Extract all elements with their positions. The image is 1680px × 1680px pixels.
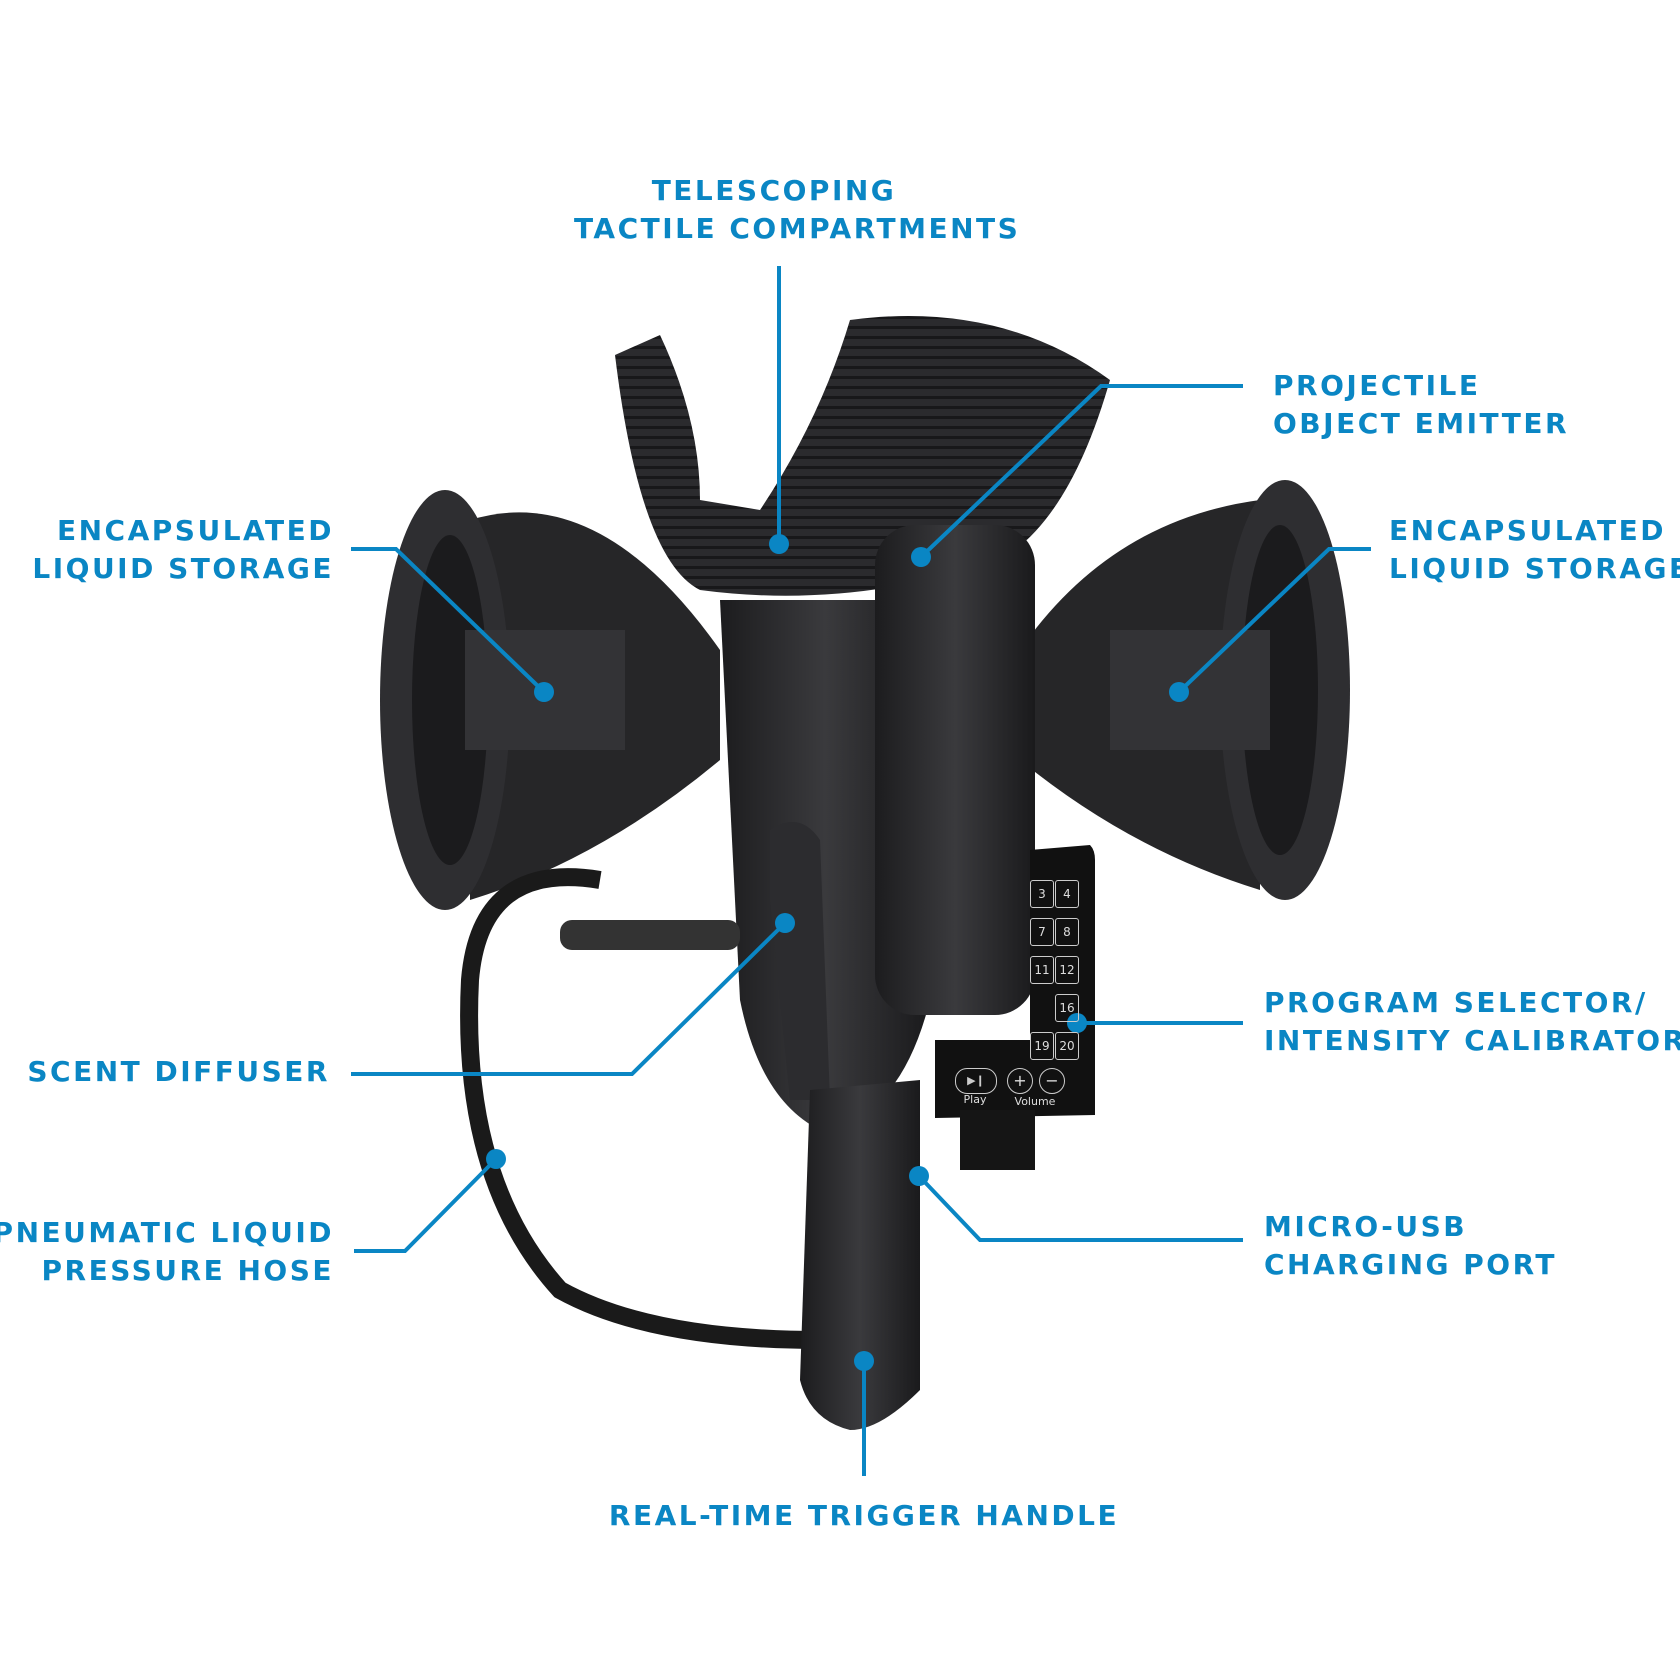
dot-usb [909,1166,929,1186]
pressure-hose [460,868,821,1349]
dot-storage-left [534,682,554,702]
leader-lines [351,266,1371,1476]
label-line: PROJECTILE [1273,369,1481,402]
volume-label[interactable]: Volume [1014,1095,1056,1108]
label-line: PROGRAM SELECTOR/ [1264,986,1648,1019]
dot-projectile [911,547,931,567]
dot-telescoping [769,534,789,554]
label-line: LIQUID STORAGE [1389,552,1680,585]
label-hose: PNEUMATIC LIQUID PRESSURE HOSE [0,1214,334,1290]
label-line: CHARGING PORT [1264,1248,1558,1281]
keypad-key[interactable]: 20 [1055,1032,1079,1060]
label-line: PNEUMATIC LIQUID [0,1216,334,1249]
keypad-key[interactable]: 11 [1030,956,1054,984]
label-line: ENCAPSULATED [1389,514,1667,547]
label-line: ENCAPSULATED [56,514,334,547]
dot-trigger [854,1351,874,1371]
emitter-tube [875,525,1035,1015]
label-line: INTENSITY CALIBRATOR [1264,1024,1680,1057]
volume-minus-button[interactable]: − [1039,1068,1065,1094]
label-program: PROGRAM SELECTOR/ INTENSITY CALIBRATOR [1264,984,1680,1060]
label-line: OBJECT EMITTER [1273,407,1570,440]
keypad-key[interactable]: 12 [1055,956,1079,984]
trigger-handle [800,1080,920,1430]
label-trigger: REAL-TIME TRIGGER HANDLE [564,1497,1164,1535]
label-projectile: PROJECTILE OBJECT EMITTER [1273,367,1569,443]
dot-storage-right [1169,682,1189,702]
label-usb: MICRO-USB CHARGING PORT [1264,1208,1557,1284]
label-line: LIQUID STORAGE [32,552,334,585]
volume-plus-button[interactable]: + [1007,1068,1033,1094]
label-line: MICRO-USB [1264,1210,1468,1243]
label-line: TACTILE COMPARTMENTS [574,212,1021,245]
dot-program [1067,1013,1087,1033]
scent-diffuser [560,822,830,1100]
label-telescoping: TELESCOPING TACTILE COMPARTMENTS [574,172,1021,248]
keypad-key[interactable]: 16 [1055,994,1079,1022]
keypad-key[interactable]: 19 [1030,1032,1054,1060]
usb-cable [960,1110,1035,1170]
keypad-key[interactable]: 4 [1055,880,1079,908]
label-line: TELESCOPING [651,174,897,207]
tactile-bowl [615,316,1110,596]
label-line: REAL-TIME TRIGGER HANDLE [608,1499,1120,1532]
dot-scent [775,913,795,933]
label-line: SCENT DIFFUSER [27,1055,330,1088]
play-label[interactable]: Play [963,1093,987,1106]
label-scent: SCENT DIFFUSER [27,1053,330,1091]
keypad-key[interactable]: 3 [1030,880,1054,908]
right-storage-pod [1020,480,1350,900]
play-pause-button[interactable]: ▶❙ [955,1068,997,1094]
keypad-key[interactable]: 7 [1030,918,1054,946]
label-storage-right: ENCAPSULATED LIQUID STORAGE [1389,512,1680,588]
label-storage-left: ENCAPSULATED LIQUID STORAGE [32,512,334,588]
keypad-key[interactable]: 8 [1055,918,1079,946]
left-storage-pod [380,490,720,910]
dot-hose [486,1149,506,1169]
label-line: PRESSURE HOSE [41,1254,334,1287]
